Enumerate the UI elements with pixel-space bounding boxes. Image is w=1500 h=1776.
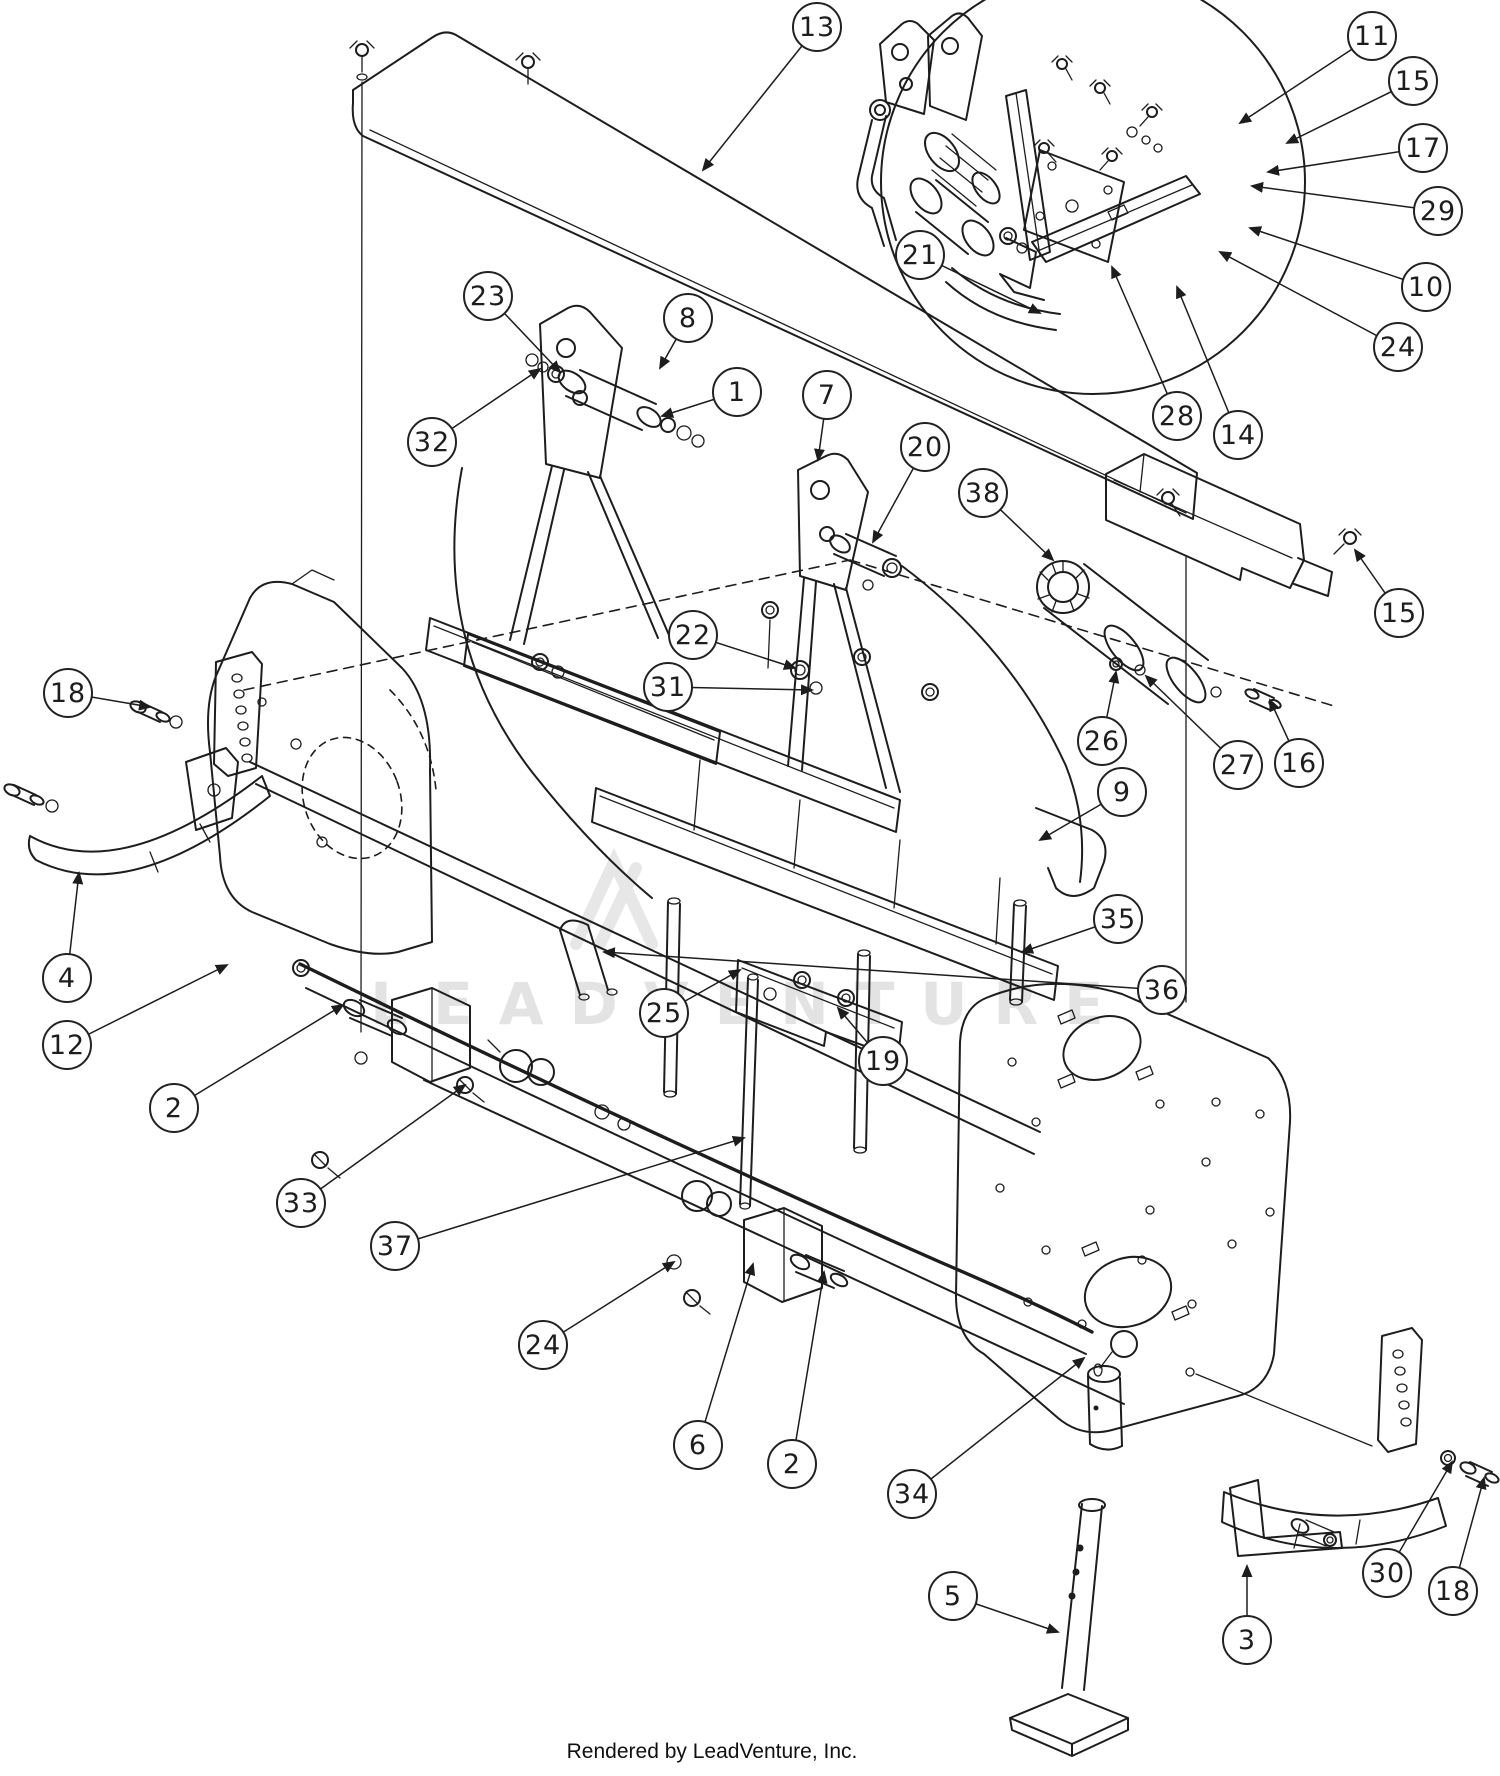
callout-21: 21 xyxy=(895,230,945,280)
leader-34 xyxy=(911,1356,1086,1495)
callout-36: 36 xyxy=(1137,965,1187,1015)
callout-19: 19 xyxy=(858,1036,908,1086)
detail-inset xyxy=(856,0,1306,395)
leader-17 xyxy=(1266,147,1424,176)
callout-11: 11 xyxy=(1347,11,1397,61)
callout-6: 6 xyxy=(673,1420,723,1470)
leader-2-bottom xyxy=(791,1270,828,1465)
callout-33: 33 xyxy=(276,1178,326,1228)
rear-shield-segment xyxy=(1105,453,1362,597)
leader-33 xyxy=(300,1083,467,1204)
callout-30: 30 xyxy=(1362,1548,1412,1598)
callout-3: 3 xyxy=(1222,1615,1272,1665)
callout-20: 20 xyxy=(900,422,950,472)
callout-29: 29 xyxy=(1413,186,1463,236)
leader-12 xyxy=(66,964,229,1046)
callout-2-left: 2 xyxy=(149,1083,199,1133)
callout-16: 16 xyxy=(1274,738,1324,788)
leader-28 xyxy=(1111,265,1178,417)
leader-13 xyxy=(701,26,818,172)
callout-18-left: 18 xyxy=(43,668,93,718)
leader-6 xyxy=(697,1262,756,1446)
caption: Rendered by LeadVenture, Inc. xyxy=(566,1740,858,1763)
callout-12: 12 xyxy=(42,1020,92,1070)
callout-15-inset: 15 xyxy=(1388,56,1438,106)
callout-27: 27 xyxy=(1213,740,1263,790)
leader-14 xyxy=(1176,285,1239,436)
callout-23: 23 xyxy=(463,271,513,321)
callout-2-bottom: 2 xyxy=(767,1439,817,1489)
callout-35: 35 xyxy=(1093,894,1143,944)
callout-4: 4 xyxy=(42,953,92,1003)
callout-8: 8 xyxy=(663,293,713,343)
callout-34: 34 xyxy=(887,1469,937,1519)
callout-18-right: 18 xyxy=(1428,1566,1478,1616)
callout-7: 7 xyxy=(802,370,852,420)
leader-10 xyxy=(1248,226,1427,288)
leader-lines xyxy=(66,26,1487,1640)
right-side-panel xyxy=(955,982,1500,1757)
leader-24-bottom xyxy=(542,1260,676,1346)
callout-10: 10 xyxy=(1401,262,1451,312)
callout-26: 26 xyxy=(1077,716,1127,766)
callout-24-inset: 24 xyxy=(1373,322,1423,372)
leader-37 xyxy=(394,1135,746,1247)
callout-24-bottom: 24 xyxy=(518,1320,568,1370)
top-shield-panel xyxy=(349,31,1198,1033)
callout-14: 14 xyxy=(1213,410,1263,460)
callout-17: 17 xyxy=(1398,123,1448,173)
callout-15-right: 15 xyxy=(1374,588,1424,638)
leader-36 xyxy=(602,947,1163,991)
callout-9: 9 xyxy=(1097,767,1147,817)
callout-37: 37 xyxy=(370,1221,420,1271)
callout-32: 32 xyxy=(407,417,457,467)
callout-22: 22 xyxy=(668,610,718,660)
callout-1: 1 xyxy=(712,367,762,417)
pto-shaft xyxy=(243,559,1335,711)
leader-2-left xyxy=(173,1003,345,1109)
callout-5: 5 xyxy=(928,1571,978,1621)
callout-28: 28 xyxy=(1152,391,1202,441)
hitch-brackets xyxy=(463,304,902,793)
left-side-panel xyxy=(3,569,437,955)
callout-38: 38 xyxy=(958,468,1008,518)
leader-11 xyxy=(1238,35,1373,125)
callout-13: 13 xyxy=(792,2,842,52)
callout-25: 25 xyxy=(639,988,689,1038)
callout-31: 31 xyxy=(643,662,693,712)
leader-24-inset xyxy=(1218,251,1399,348)
leader-29 xyxy=(1250,182,1439,212)
